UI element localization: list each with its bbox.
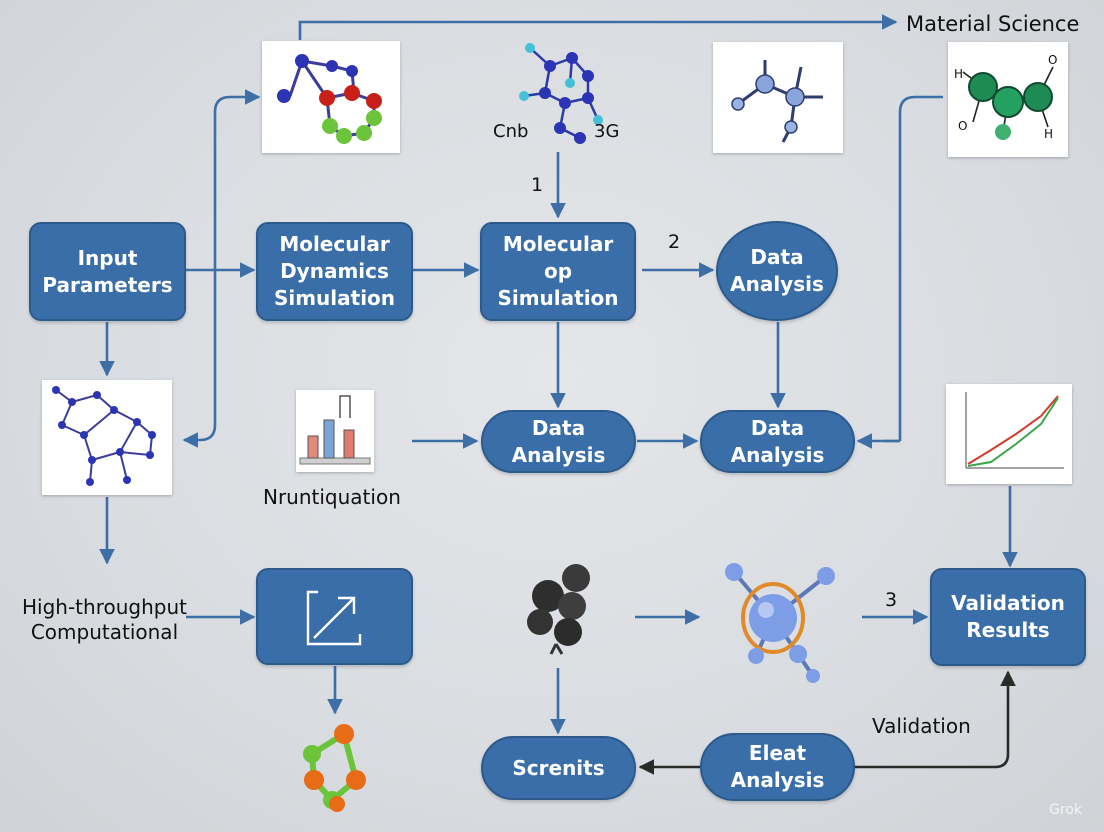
nruntiquation-label: Nruntiquation <box>263 485 401 509</box>
atom-model-image <box>718 556 840 688</box>
molecule-network-icon <box>52 386 156 486</box>
connector-top-line <box>298 14 898 40</box>
node-input-parameters: Input Parameters <box>29 222 186 321</box>
watermark: Grok <box>1049 802 1082 818</box>
svg-text:H: H <box>954 67 963 81</box>
connector-up-to-molecule <box>885 95 943 443</box>
molecule-cluster-blue-icon <box>519 43 603 144</box>
svg-text:O: O <box>1048 53 1057 67</box>
node-trend-box <box>256 568 413 665</box>
ring-molecule-image <box>292 718 374 818</box>
step-2-label: 2 <box>668 231 681 253</box>
node-mop-simulation: Molecular op Simulation <box>480 222 636 321</box>
trend-arrow-icon <box>306 590 361 645</box>
molecule-text-right: 3G <box>594 121 620 142</box>
line-chart-image <box>946 384 1072 484</box>
material-science-label: Material Science <box>906 12 1080 36</box>
molecule-image-4: H O O H <box>948 42 1068 157</box>
step-1-label: 1 <box>531 174 544 196</box>
validation-label: Validation <box>872 714 971 738</box>
molecule-text-left: Cnb <box>493 121 529 142</box>
node-data-analysis-top: Data Analysis <box>716 221 838 321</box>
svg-text:H: H <box>1044 127 1053 141</box>
connector-branch-up <box>213 89 261 270</box>
node-data-analysis-mid-right: Data Analysis <box>700 410 855 473</box>
node-data-analysis-mid-left: Data Analysis <box>481 410 636 473</box>
dark-molecule-cluster-icon <box>527 564 590 655</box>
molecule-image-2 <box>510 38 610 153</box>
connector-branch-down <box>182 270 217 448</box>
node-screnits: Screnits <box>481 736 636 800</box>
molecule-ring-icon <box>277 54 382 144</box>
dark-cluster-image <box>516 556 600 656</box>
step-3-label: 3 <box>885 589 898 611</box>
molecule-image-3 <box>713 42 843 153</box>
atom-model-icon <box>725 563 835 683</box>
node-validation-results: Validation Results <box>930 568 1086 666</box>
bar-chart-icon <box>299 395 371 465</box>
molecule-image-1 <box>262 41 400 153</box>
node-md-simulation: Molecular Dynamics Simulation <box>256 222 413 321</box>
orange-ring-molecule-icon <box>303 724 366 812</box>
connector-eleat-to-validation <box>855 670 1016 769</box>
molecule-green-atoms-icon: H O O H <box>954 53 1057 141</box>
svg-text:O: O <box>958 119 967 133</box>
molecule-ball-stick-icon <box>731 60 823 143</box>
bar-chart-image <box>296 390 374 472</box>
line-chart-icon <box>965 392 1064 469</box>
network-image <box>42 380 172 495</box>
node-eleat-analysis: Eleat Analysis <box>700 733 855 801</box>
high-throughput-label: High-throughput Computational <box>22 595 187 644</box>
